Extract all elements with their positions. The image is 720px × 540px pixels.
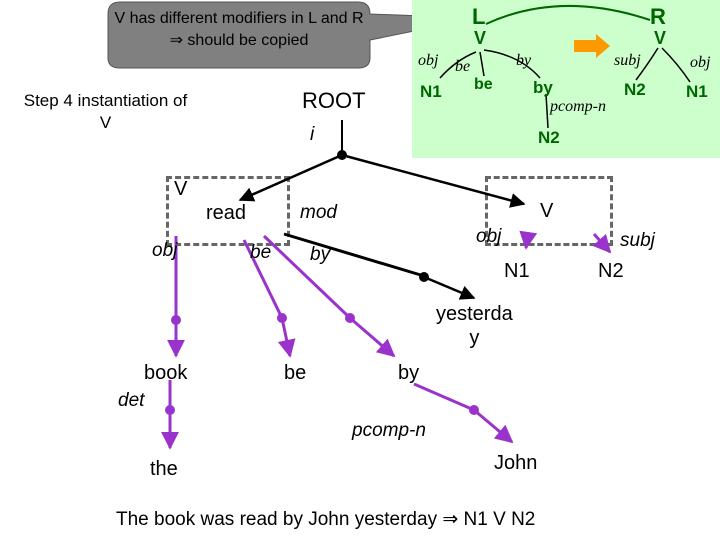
read-node: read [206,202,247,224]
conclusion-text: The book was read by John yesterday ⇒ N1… [116,509,536,530]
v-left-node: V [174,178,188,200]
by-edge-label: by [310,244,331,265]
v-right-node: V [540,200,554,222]
panel-right-header: R [650,4,666,29]
root-node: ROOT [302,88,366,113]
yesterday-node: yesterda y [436,303,513,349]
panel-obj-right-label: obj [690,54,711,71]
green-panel [412,0,720,158]
n2-node: N2 [598,260,624,282]
panel-n2-left: N2 [538,128,560,147]
by-leaf-node: by [398,362,420,384]
panel-subj-label: subj [614,52,641,69]
john-node: John [494,452,538,474]
n1-node: N1 [504,260,530,282]
det-label: det [118,390,145,411]
panel-n1-right: N1 [686,82,708,101]
v-left-box [166,176,290,246]
subj-right-label: subj [620,230,655,251]
panel-pcomp-label: pcomp-n [550,98,606,115]
be-edge-label: be [250,242,272,263]
panel-by-node: by [533,78,553,97]
mod-label: mod [300,202,337,223]
panel-n1-left: N1 [420,82,442,101]
book-node: book [144,362,188,384]
panel-be-label: be [455,58,471,75]
obj-edge-label: obj [152,240,178,261]
panel-right-v: V [654,28,667,48]
panel-n2-right: N2 [624,80,646,99]
panel-by-label: by [516,52,532,69]
root-i-label: i [310,124,315,145]
panel-left-v: V [474,28,487,48]
panel-be-node: be [474,76,493,93]
obj-right-label: obj [476,226,502,247]
the-node: the [150,458,178,480]
panel-left-header: L [472,4,486,29]
be-leaf-node: be [284,362,307,384]
callout-text: V has different modifiers in L and R ⇒ s… [114,10,364,49]
step-label: Step 4 instantiation of V [23,91,188,132]
pcomp-label: pcomp-n [352,420,426,441]
v-right-box [485,176,613,246]
panel-obj-label: obj [418,52,439,69]
